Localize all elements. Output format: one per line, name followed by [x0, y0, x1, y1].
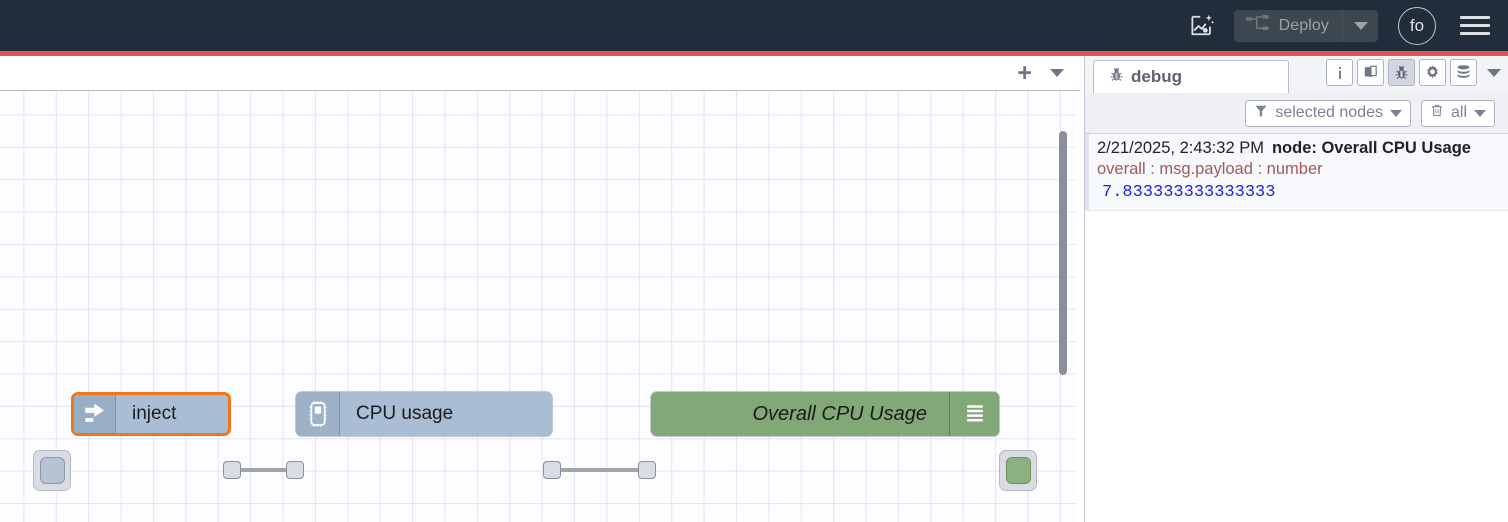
debug-input-port[interactable] [638, 461, 656, 479]
deploy-button-group[interactable]: Deploy [1233, 9, 1378, 42]
avatar-initials: fo [1409, 15, 1425, 35]
clear-chevron-down-icon [1474, 109, 1486, 117]
config-gear-icon[interactable] [1419, 59, 1446, 86]
sidebar-icon-buttons [1326, 59, 1501, 86]
hamburger-menu-icon[interactable] [1460, 11, 1490, 41]
flow-list-chevron-down-icon[interactable] [1050, 69, 1064, 77]
sidebar-tabrow: debug [1085, 56, 1508, 93]
app-header: Deploy fo [0, 0, 1508, 51]
debug-message-node: node: Overall CPU Usage [1271, 139, 1471, 157]
flow-tabbar: + [0, 56, 1080, 91]
debug-enable-inner [1005, 457, 1031, 484]
flow-canvas[interactable]: inject CPU usage Ove [0, 91, 1080, 522]
deploy-label: Deploy [1278, 16, 1329, 34]
info-icon[interactable] [1326, 59, 1353, 86]
debug-message-topic: overall : msg.payload : number [1097, 160, 1323, 178]
debug-enable-button[interactable] [999, 450, 1037, 491]
debug-node-label: Overall CPU Usage [752, 402, 927, 425]
filter-chevron-down-icon [1389, 109, 1402, 117]
filter-funnel-icon [1254, 104, 1268, 123]
user-avatar[interactable]: fo [1398, 6, 1436, 45]
bug-icon [1108, 66, 1125, 88]
help-book-icon[interactable] [1357, 59, 1384, 86]
trash-icon [1430, 103, 1444, 123]
ai-flow-sparkle-icon[interactable] [1182, 6, 1224, 46]
canvas-vertical-scrollbar[interactable] [1059, 131, 1067, 375]
add-flow-button[interactable]: + [1017, 58, 1032, 87]
cpu-chip-icon [296, 392, 340, 436]
flow-workspace: + inject [0, 56, 1080, 522]
sidebar-menu-chevron-down-icon[interactable] [1487, 68, 1501, 77]
debug-bug-icon[interactable] [1388, 59, 1415, 86]
cpu-output-port[interactable] [543, 461, 561, 479]
debug-message-value: 7.833333333333333 [1102, 183, 1276, 202]
cpu-node-label: CPU usage [356, 403, 454, 424]
debug-message-header: 2/21/2025, 2:43:32 PM node: Overall CPU U… [1097, 139, 1501, 158]
inject-output-port[interactable] [223, 461, 241, 479]
debug-lines-icon [949, 392, 999, 436]
debug-node-filter-label: selected nodes [1275, 104, 1383, 121]
inject-node-label: inject [132, 403, 177, 424]
flow-node-cpu-usage[interactable]: CPU usage [296, 392, 552, 436]
deploy-button[interactable]: Deploy [1234, 10, 1342, 42]
header-actions: Deploy fo [1182, 6, 1508, 46]
sidebar-panel: debug [1084, 56, 1508, 522]
debug-node-filter-button[interactable]: selected nodes [1245, 99, 1411, 127]
cpu-input-port[interactable] [286, 461, 304, 479]
flow-node-inject[interactable]: inject [71, 392, 231, 436]
flow-node-debug[interactable]: Overall CPU Usage [651, 392, 999, 436]
chevron-down-icon [1353, 21, 1368, 30]
debug-message-timestamp: 2/21/2025, 2:43:32 PM [1097, 139, 1264, 157]
debug-clear-label: all [1450, 104, 1467, 121]
wire-cpu-to-debug [560, 468, 644, 472]
inject-trigger-button[interactable] [33, 450, 71, 491]
inject-arrow-icon [74, 395, 116, 433]
debug-filter-row: selected nodes all [1085, 93, 1508, 134]
inject-trigger-inner [39, 457, 65, 484]
canvas-right-edge [1076, 91, 1080, 522]
deploy-nodes-icon [1245, 14, 1271, 37]
debug-message-list[interactable]: 2/21/2025, 2:43:32 PM node: Overall CPU U… [1085, 134, 1508, 522]
tab-debug[interactable]: debug [1093, 60, 1289, 93]
debug-clear-button[interactable]: all [1420, 99, 1495, 127]
wire-inject-to-cpu [240, 468, 288, 472]
header-accent-bar [0, 51, 1508, 56]
debug-message-entry[interactable]: 2/21/2025, 2:43:32 PM node: Overall CPU U… [1085, 134, 1508, 211]
context-data-icon[interactable] [1450, 59, 1477, 86]
tab-debug-label: debug [1131, 67, 1182, 86]
deploy-dropdown-button[interactable] [1342, 9, 1378, 42]
